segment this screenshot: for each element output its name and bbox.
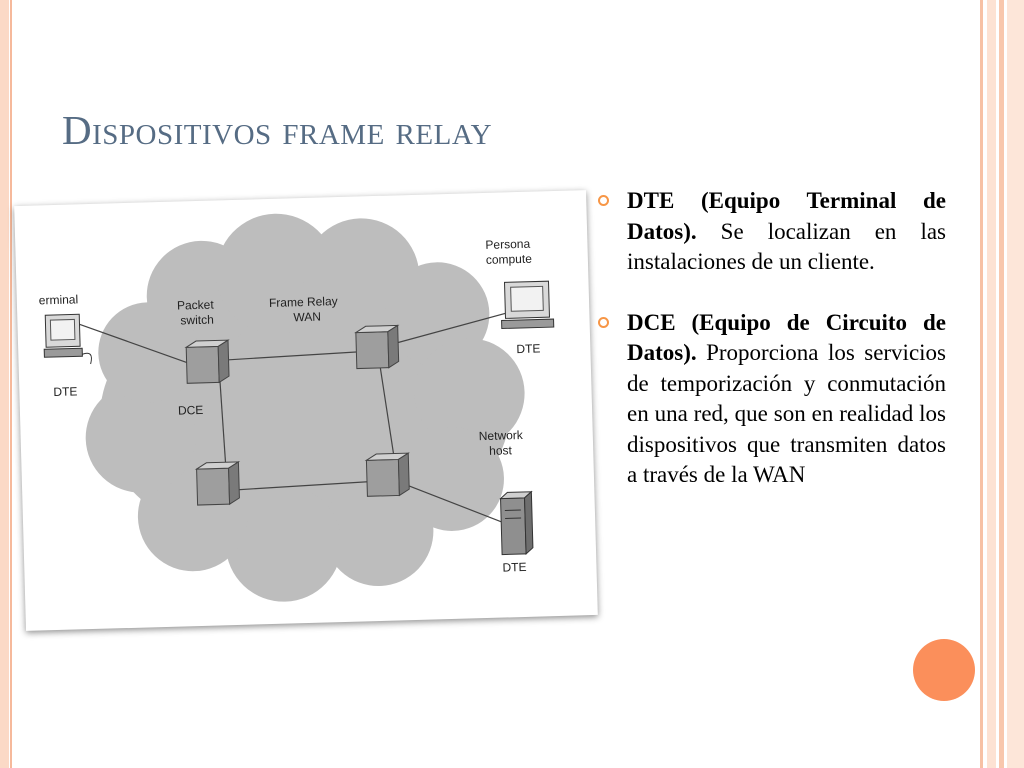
bullet-dce: DCE (Equipo de Circuito de Datos). Propo… bbox=[598, 308, 946, 491]
bullet-dte-term: DTE (Equipo Terminal de Datos). bbox=[627, 188, 946, 244]
personal-computer-icon bbox=[501, 280, 555, 330]
dte-host-label: DTE bbox=[502, 559, 527, 575]
network-diagram-svg bbox=[43, 213, 555, 602]
dce-label: DCE bbox=[177, 402, 204, 418]
bullet-dte-text: Se localizan en las instalaciones de un … bbox=[627, 218, 946, 275]
frame-relay-diagram: erminal DTE Packet switch Frame Relay WA… bbox=[14, 190, 598, 631]
wan-cloud bbox=[85, 213, 525, 602]
bullet-dce-text: Proporciona los servicios de temporizaci… bbox=[627, 340, 946, 487]
terminal-icon bbox=[43, 313, 92, 365]
dte-pc-label: DTE bbox=[516, 341, 541, 357]
frame-relay-label-2: WAN bbox=[293, 309, 322, 325]
network-host-label-1: Network bbox=[478, 427, 523, 444]
frame-relay-label-1: Frame Relay bbox=[268, 294, 338, 310]
circle-bullet-icon bbox=[598, 316, 609, 328]
left-frame-stripe bbox=[0, 0, 9, 768]
accent-circle bbox=[913, 639, 975, 701]
right-frame-stripes bbox=[980, 0, 1024, 768]
network-host-icon bbox=[499, 490, 534, 556]
bullet-dte: DTE (Equipo Terminal de Datos). Se local… bbox=[598, 186, 946, 278]
network-host-label-2: host bbox=[489, 443, 513, 458]
bullet-dce-term: DCE (Equipo de Circuito de Datos). bbox=[627, 309, 946, 366]
packet-switch-label-1: Packet bbox=[176, 297, 214, 313]
slide-title: Dispositivos frame relay bbox=[62, 107, 493, 153]
left-frame-line bbox=[10, 0, 12, 768]
circle-bullet-icon bbox=[598, 195, 609, 206]
packet-switch-label-2: switch bbox=[180, 312, 214, 328]
terminal-label: erminal bbox=[38, 292, 79, 308]
bullet-list: DTE (Equipo Terminal de Datos). Se local… bbox=[598, 186, 946, 521]
personal-computer-label-2: compute bbox=[485, 251, 533, 267]
packet-switch-icons bbox=[184, 324, 411, 506]
dte-terminal-label: DTE bbox=[53, 384, 78, 400]
personal-computer-label-1: Persona bbox=[485, 236, 531, 252]
